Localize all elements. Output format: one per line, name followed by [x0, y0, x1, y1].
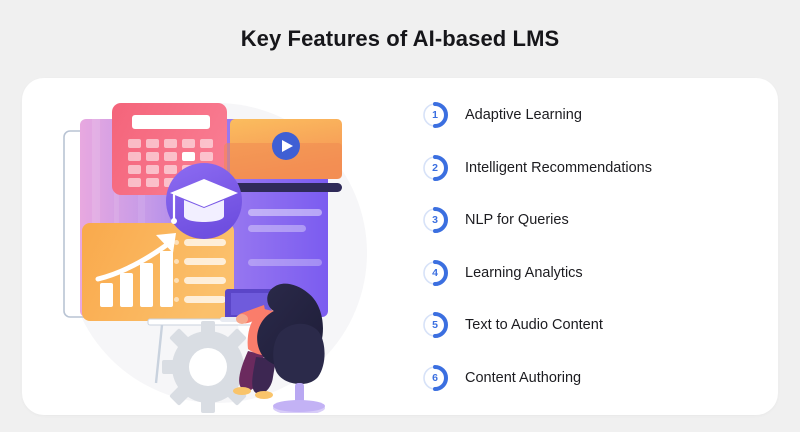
person-at-desk	[233, 283, 325, 413]
feature-label: Learning Analytics	[465, 264, 583, 281]
badge-number: 5	[432, 319, 438, 331]
gear	[162, 321, 254, 413]
feature-label: NLP for Queries	[465, 212, 569, 228]
number-badge-icon: 2	[422, 154, 448, 181]
feature-label: Content Authoring	[465, 369, 582, 386]
badge-number: 2	[432, 161, 438, 174]
number-badge-icon: 1	[422, 102, 448, 128]
feature-list: 1 Adaptive Learning 2 Intelligent Recomm…	[422, 92, 767, 402]
e-learning-illustration	[52, 83, 382, 413]
list-item[interactable]: 6 Content Authoring	[422, 363, 767, 393]
content-card: 1 Adaptive Learning 2 Intelligent Recomm…	[22, 78, 778, 415]
graduation-cap-badge	[166, 163, 242, 239]
bar-chart-card	[82, 223, 234, 321]
badge-number: 4	[432, 266, 438, 279]
number-badge-icon: 6	[422, 364, 448, 391]
list-item[interactable]: 5 Text to Audio Content	[422, 310, 767, 340]
number-badge-icon: 5	[422, 312, 448, 338]
page-title: Key Features of AI-based LMS	[240, 26, 560, 51]
video-player-card	[224, 119, 342, 192]
list-item[interactable]: 2 Intelligent Recommendations	[422, 153, 767, 183]
list-item[interactable]: 4 Learning Analytics	[422, 258, 767, 288]
number-badge-icon: 4	[422, 259, 448, 286]
feature-label: Intelligent Recommendations	[465, 159, 652, 176]
number-badge-icon: 3	[422, 207, 448, 233]
badge-number: 3	[432, 214, 438, 226]
list-item[interactable]: 3 NLP for Queries	[422, 205, 767, 235]
feature-label: Adaptive Learning	[465, 107, 582, 123]
feature-label: Text to Audio Content	[465, 317, 603, 333]
badge-number: 1	[432, 109, 438, 121]
badge-number: 6	[432, 371, 438, 384]
list-item[interactable]: 1 Adaptive Learning	[422, 100, 767, 130]
